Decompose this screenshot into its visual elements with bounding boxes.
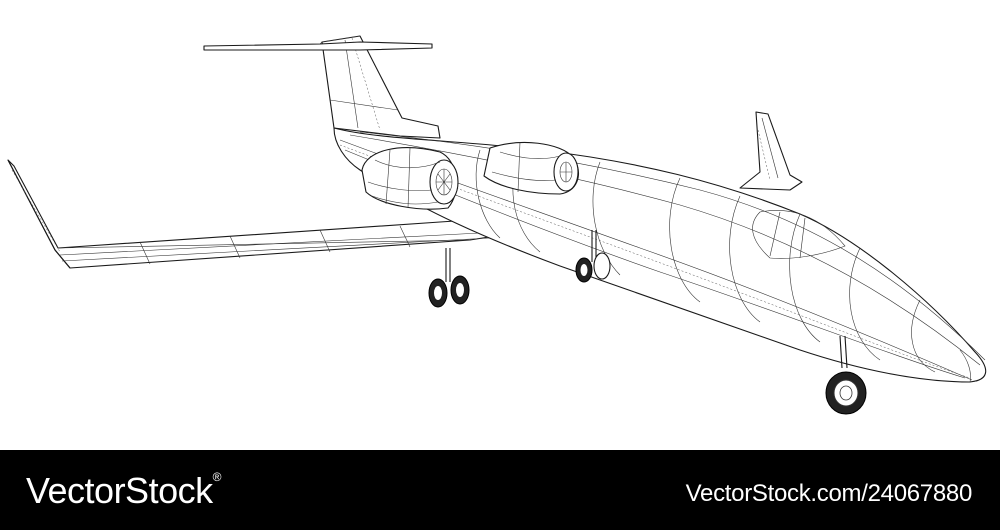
far-wing [739,111,803,191]
main-gear-left [428,248,470,308]
watermark-banner: VectorStock® VectorStock.com/24067880 [0,450,1000,530]
main-gear-right [575,230,611,283]
engine-left [361,147,459,210]
brand-name: VectorStock [26,470,213,511]
image-id-label: VectorStock.com/24067880 [685,480,973,507]
airplane-illustration [7,35,987,415]
vectorstock-logo: VectorStock® [26,470,221,512]
jet-airplane-wireframe-icon [7,35,987,415]
registered-mark: ® [212,470,222,484]
engine-right [483,141,579,195]
nose-gear [825,335,867,415]
tail-fin [203,35,441,139]
